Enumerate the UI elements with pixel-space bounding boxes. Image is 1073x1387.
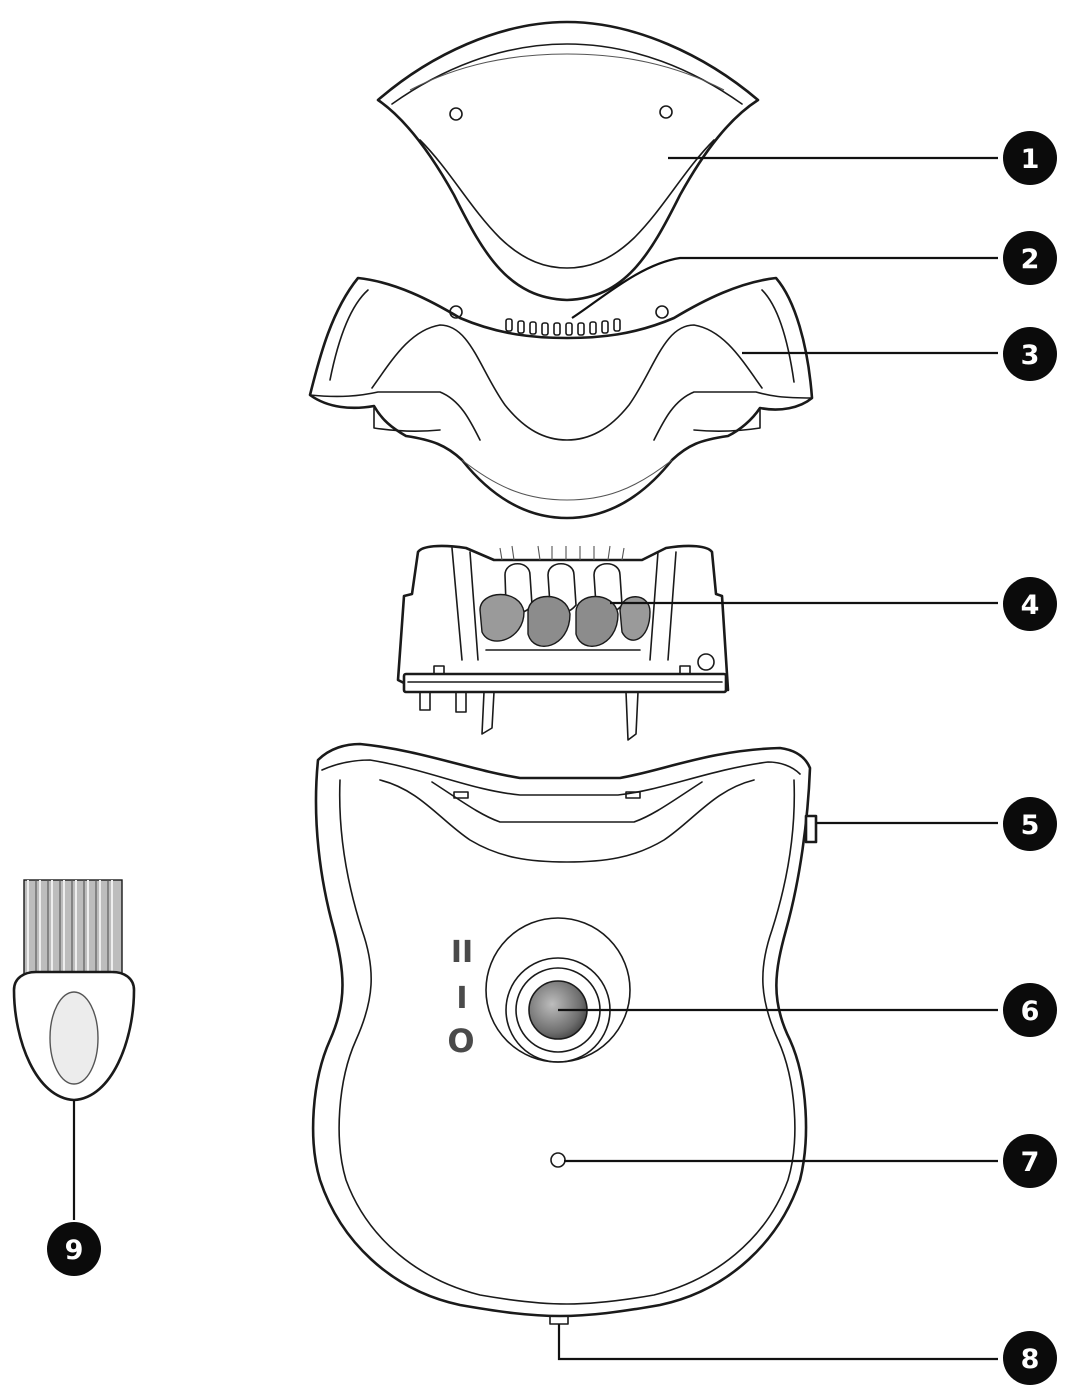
- switch-label-0: O: [447, 1022, 474, 1060]
- release-button: [804, 814, 818, 844]
- cap-part: [376, 20, 760, 302]
- callout-number-6: 6: [1021, 996, 1040, 1027]
- cap-ribs: [505, 318, 621, 336]
- callout-5: 5: [1003, 797, 1057, 851]
- callout-number-1: 1: [1021, 144, 1040, 175]
- leader-lines: [72, 156, 998, 1361]
- tweezer-discs: [479, 545, 651, 651]
- callout-number-7: 7: [1021, 1147, 1040, 1178]
- cleaning-brush: [12, 879, 136, 1102]
- callout-number-2: 2: [1021, 244, 1040, 275]
- callout-2: 2: [1003, 231, 1057, 285]
- callout-1: 1: [1003, 131, 1057, 185]
- callout-6: 6: [1003, 983, 1057, 1037]
- switch-label-2: II: [451, 935, 473, 970]
- switch-label-1: I: [456, 981, 467, 1016]
- leader-2: [571, 256, 998, 319]
- callout-8: 8: [1003, 1331, 1057, 1385]
- callout-4: 4: [1003, 577, 1057, 631]
- callout-3: 3: [1003, 327, 1057, 381]
- leader-8: [557, 1324, 998, 1361]
- callout-number-8: 8: [1021, 1344, 1040, 1375]
- epilator-body: II I O: [311, 742, 818, 1325]
- callout-number-4: 4: [1021, 590, 1040, 621]
- callout-7: 7: [1003, 1134, 1057, 1188]
- epilation-head-part: [396, 544, 730, 741]
- callout-9: 9: [47, 1222, 101, 1276]
- callout-number-9: 9: [65, 1235, 84, 1266]
- callout-number-3: 3: [1021, 340, 1040, 371]
- attachment-frame-part: [308, 276, 814, 520]
- callout-number-5: 5: [1021, 810, 1040, 841]
